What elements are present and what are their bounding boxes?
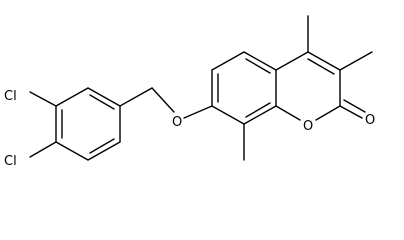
- bond-ch2-o: [151, 87, 175, 113]
- bond: [55, 141, 89, 161]
- double-bond-inner: [89, 94, 115, 110]
- bond: [243, 51, 277, 71]
- bond: [87, 87, 121, 107]
- molecule-structure: Cl Cl O O O: [4, 15, 375, 169]
- bond-methyl: [339, 51, 373, 71]
- coumarin-benzo-ring: [211, 51, 277, 125]
- bond-c-cl: [29, 141, 57, 158]
- bond: [307, 51, 341, 71]
- bond: [243, 105, 277, 125]
- bond: [275, 51, 309, 71]
- double-bond-inner: [245, 58, 271, 74]
- dichlorophenyl-ring: [55, 87, 121, 161]
- bond: [55, 87, 89, 107]
- bond-aryl-ch2: [119, 87, 153, 107]
- bond-carbonyl: [339, 105, 363, 119]
- pyrone-ring: [275, 51, 341, 121]
- atom-label-oxygen: O: [365, 113, 375, 128]
- bond: [211, 105, 245, 125]
- atom-label-chlorine: Cl: [4, 154, 17, 169]
- bond: [211, 51, 245, 71]
- bond-c-cl: [29, 91, 57, 107]
- bond-o-aryl: [183, 105, 213, 119]
- atom-label-oxygen: O: [172, 115, 182, 130]
- double-bond-inner: [307, 58, 335, 75]
- double-bond-inner: [89, 138, 115, 154]
- bond-carbonyl: [343, 99, 366, 113]
- atom-label-chlorine: Cl: [4, 89, 17, 104]
- bond: [275, 105, 301, 121]
- atom-label-oxygen: O: [303, 119, 313, 134]
- bond: [315, 105, 341, 121]
- bond: [87, 141, 121, 161]
- double-bond-inner: [245, 102, 271, 118]
